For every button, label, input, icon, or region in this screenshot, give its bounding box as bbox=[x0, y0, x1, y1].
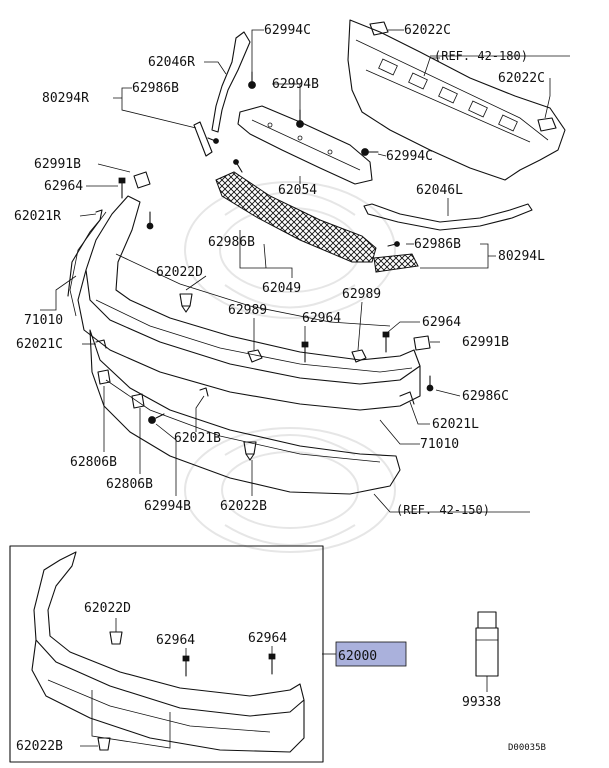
touch-up-paint-bottle-icon bbox=[475, 611, 499, 692]
lower-bumper-part bbox=[89, 329, 401, 495]
label-62986B-right: 62986B bbox=[414, 237, 461, 252]
screw-62986B-corner-icon bbox=[146, 211, 154, 230]
inset-label-62964-b: 62964 bbox=[248, 631, 287, 646]
screw-62986B-mid-icon bbox=[233, 159, 243, 173]
label-62989-left: 62989 bbox=[228, 303, 267, 318]
label-62994B-top: 62994B bbox=[272, 77, 319, 92]
clip-62991B-icon bbox=[133, 171, 151, 189]
label-62964-right: 62964 bbox=[422, 315, 461, 330]
label-80294L: 80294L bbox=[498, 249, 545, 264]
label-62046R: 62046R bbox=[148, 55, 195, 70]
label-62022C-right: 62022C bbox=[498, 71, 545, 86]
label-62964-left: 62964 bbox=[44, 179, 83, 194]
label-62986B-mid: 62986B bbox=[208, 235, 255, 250]
screw-62994C-mid-icon bbox=[361, 148, 379, 156]
label-62022D: 62022D bbox=[156, 265, 203, 280]
label-ref-42-180: (REF. 42-180) bbox=[434, 49, 528, 63]
screw-62994B-bottom-icon bbox=[148, 413, 165, 424]
nut-62989-left-icon bbox=[247, 349, 263, 363]
label-ref-42-150: (REF. 42-150) bbox=[396, 503, 490, 517]
clip-62022D-icon bbox=[179, 293, 193, 313]
label-62994B-bottom: 62994B bbox=[144, 499, 191, 514]
label-62021B: 62021B bbox=[174, 431, 221, 446]
screw-62986B-right-icon bbox=[387, 241, 400, 247]
label-62049: 62049 bbox=[262, 281, 301, 296]
clip-62991B-right-icon bbox=[413, 335, 431, 351]
label-62022C-top: 62022C bbox=[404, 23, 451, 38]
inset-label-62022D: 62022D bbox=[84, 601, 131, 616]
bolt-62964-right-icon bbox=[382, 331, 390, 353]
label-62054: 62054 bbox=[278, 183, 317, 198]
label-62046L: 62046L bbox=[416, 183, 463, 198]
label-99338: 99338 bbox=[462, 695, 501, 710]
label-62991B-right: 62991B bbox=[462, 335, 509, 350]
retainer-62806B-b-icon bbox=[131, 393, 145, 409]
clip-62022B-icon bbox=[243, 441, 257, 461]
inset-label-62964-a: 62964 bbox=[156, 633, 195, 648]
label-62986B-left: 62986B bbox=[132, 81, 179, 96]
assembly-number-highlight bbox=[335, 641, 407, 667]
label-62806B-a: 62806B bbox=[70, 455, 117, 470]
part-labels: 62994C 62022C (REF. 42-180) 62046R 62986… bbox=[14, 23, 546, 754]
bracket-62046R-part bbox=[211, 31, 251, 133]
label-62021C: 62021C bbox=[16, 337, 63, 352]
grille-80294L-part bbox=[373, 253, 419, 273]
label-80294R: 80294R bbox=[42, 91, 89, 106]
screw-62994B-top-icon bbox=[296, 109, 304, 128]
grille-support-62054-part bbox=[237, 105, 373, 185]
inset-label-62022B: 62022B bbox=[16, 739, 63, 754]
drawing-code-label: D00035B bbox=[508, 743, 546, 753]
screw-62994C-top-icon bbox=[248, 71, 256, 89]
screw-62986C-icon bbox=[426, 375, 434, 392]
nut-62989-right-icon bbox=[351, 349, 367, 363]
label-62991B-left: 62991B bbox=[34, 157, 81, 172]
label-62994C-top: 62994C bbox=[264, 23, 311, 38]
label-62986C: 62986C bbox=[462, 389, 509, 404]
label-62000-assembly: 62000 bbox=[338, 649, 377, 664]
clip-62021R-icon bbox=[95, 209, 103, 221]
retainer-62806B-a-icon bbox=[97, 369, 111, 385]
label-62021R: 62021R bbox=[14, 209, 61, 224]
label-62022B: 62022B bbox=[220, 499, 267, 514]
bumper-cover-part bbox=[67, 195, 421, 411]
bolt-62964-left-icon bbox=[118, 177, 126, 199]
clip-62021C-icon bbox=[95, 339, 107, 349]
label-71010-right: 71010 bbox=[420, 437, 459, 452]
label-71010-left: 71010 bbox=[24, 313, 63, 328]
label-62021L: 62021L bbox=[432, 417, 479, 432]
upper-reinforcement-part bbox=[347, 19, 566, 181]
bracket-62046L-part bbox=[363, 203, 533, 231]
assembly-inset-box bbox=[9, 545, 336, 763]
clip-62022C-top-icon bbox=[369, 21, 389, 36]
clip-62021L-icon bbox=[399, 391, 415, 405]
screw-62986B-left-icon bbox=[207, 137, 219, 144]
bolt-62964-mid-icon bbox=[301, 341, 309, 363]
clip-62021B-icon bbox=[199, 387, 209, 397]
label-62964-mid: 62964 bbox=[302, 311, 341, 326]
clip-62022C-right-icon bbox=[537, 117, 557, 132]
grille-62049-part bbox=[215, 171, 377, 263]
leader-lines bbox=[40, 29, 570, 513]
label-62989-right: 62989 bbox=[342, 287, 381, 302]
label-62994C-mid: 62994C bbox=[386, 149, 433, 164]
label-62806B-b: 62806B bbox=[106, 477, 153, 492]
bracket-80294R-part bbox=[193, 121, 213, 157]
